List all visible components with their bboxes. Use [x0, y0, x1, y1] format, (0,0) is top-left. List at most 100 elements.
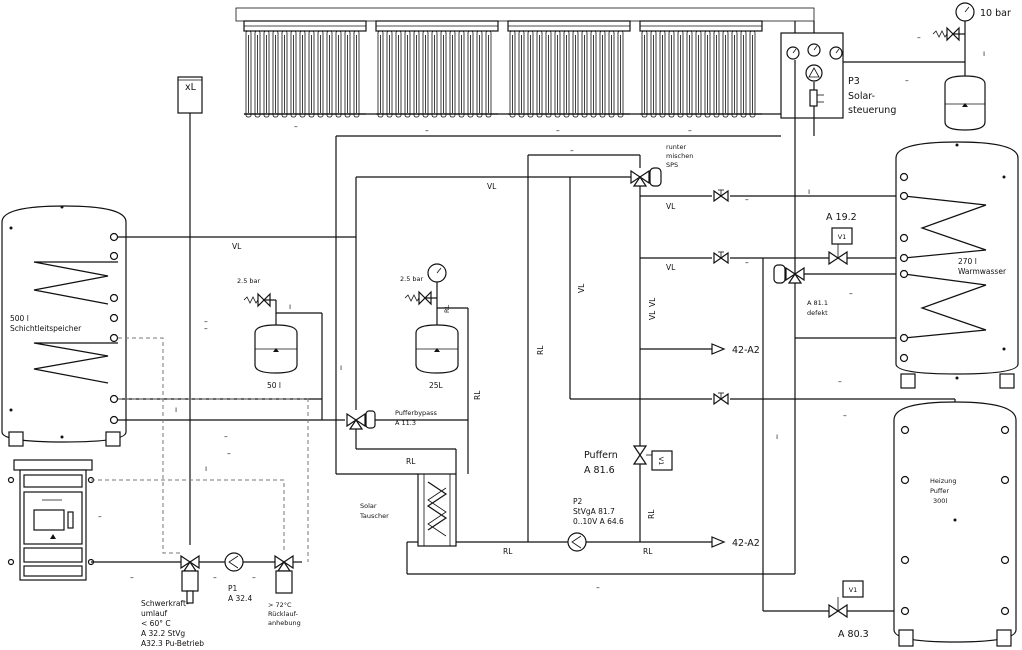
tick-mark: ı	[175, 405, 177, 414]
pufferbypass-valve	[346, 413, 366, 430]
vl-label-5: VL	[577, 283, 586, 293]
target-42a2-label-2: 42-A2	[732, 538, 760, 549]
dash-mark: –	[905, 76, 909, 85]
a811-label: A 81.1	[807, 299, 828, 307]
heizung-label-2: Puffer	[930, 487, 949, 495]
tick-mark: ı	[776, 432, 778, 441]
mischen-label: mischen	[666, 152, 693, 160]
dash-mark: –	[745, 195, 749, 204]
piping	[91, 118, 956, 612]
solar-tauscher-label-2: Tauscher	[359, 512, 389, 520]
a803-actuator-label: V1	[849, 586, 858, 594]
schwerkraft-valve	[180, 555, 200, 572]
collector-dash-1: –	[294, 122, 298, 131]
rl-label-1: RL	[536, 345, 545, 355]
solarsteuerung-label-2: steuerung	[848, 105, 896, 116]
target-42a2-label-1: 42-A2	[732, 345, 760, 356]
shutoff-valve-3	[713, 392, 729, 405]
tank-500l-volume: 500 l	[10, 314, 29, 323]
ww-volume-label: 270 l	[958, 257, 977, 266]
pump-p2-icon	[567, 532, 587, 552]
dash-mark: –	[213, 573, 217, 582]
ruecklauf-label-3: anhebung	[268, 619, 301, 627]
collector-dash-2: –	[425, 126, 429, 135]
pufferbypass-label: Pufferbypass	[395, 409, 438, 417]
dash-mark: –	[876, 269, 880, 278]
dashed-piping	[91, 337, 309, 562]
tick-mark: ı	[340, 363, 342, 372]
expansion-tank-50l	[254, 324, 298, 374]
arrow-right-icon	[711, 343, 725, 355]
rl-label-6: RL	[647, 509, 656, 519]
tank-25l-label: 25L	[429, 381, 444, 390]
vl-label-3: VL	[666, 202, 676, 211]
dash-mark: –	[596, 583, 600, 592]
p2-range-label: 0..10V A 64.6	[573, 517, 624, 526]
dash-mark: –	[130, 573, 134, 582]
schwerkraft-label-2: umlauf	[141, 609, 167, 618]
sps-label: SPS	[666, 161, 678, 169]
dash-mark: –	[917, 33, 921, 42]
tick-mark: ı	[808, 187, 810, 196]
schwerkraft-label-1: Schwerkraft-	[141, 599, 189, 608]
vl-label-4: VL	[666, 263, 676, 272]
dash-mark: –	[227, 449, 231, 458]
p3-label: P3	[848, 76, 860, 87]
p1-label: P1	[228, 584, 238, 593]
dash-mark: –	[224, 432, 228, 441]
vl-label-1: VL	[232, 242, 242, 251]
shutoff-valve-2	[713, 251, 729, 264]
ruecklauf-label-1: > 72°C	[268, 601, 292, 609]
rl-vertical-label: RL	[443, 304, 451, 313]
defekt-label: defekt	[807, 309, 828, 317]
a192-label: A 19.2	[826, 212, 857, 223]
dash-mark: –	[843, 411, 847, 420]
solar-tauscher-label-1: Solar	[360, 502, 377, 510]
dash-mark: –	[204, 324, 208, 333]
rl-label-4: RL	[503, 547, 513, 556]
xl-label: xL	[185, 82, 197, 93]
arrow-right-icon	[711, 536, 725, 548]
dash-mark: –	[98, 512, 102, 521]
tank-50l-label: 50 l	[267, 381, 281, 390]
pufferbypass-address: A 11.3	[395, 419, 416, 427]
ruecklaufanhebung-valve	[274, 555, 294, 572]
puffern-address: A 81.6	[584, 465, 615, 476]
dash-mark: –	[570, 146, 574, 155]
shutoff-valve-1	[713, 189, 729, 202]
tick-mark: ı	[205, 464, 207, 473]
heizung-label-1: Heizung	[930, 477, 956, 485]
schwerkraft-label-3: < 60° C	[141, 619, 171, 628]
wood-stove	[7, 459, 95, 581]
a803-label: A 80.3	[838, 629, 869, 640]
tank-500l	[1, 205, 127, 447]
air-vent-xl	[177, 76, 203, 545]
solar-station-p3	[780, 21, 965, 119]
collector-dash-4: –	[688, 126, 692, 135]
runter-mischen-valve	[630, 170, 650, 187]
puffern-actuator-label: V1	[657, 457, 665, 466]
p2-stvga-label: StVgA 81.7	[573, 507, 615, 516]
dash-mark: –	[204, 317, 208, 326]
vl-label-2: VL	[487, 182, 497, 191]
schwerkraft-label-5: A32.3 Pu-Betrieb	[141, 639, 204, 648]
tick-mark: ı	[983, 49, 985, 58]
relief-25bar-label-1: 2.5 bar	[237, 277, 261, 285]
solar-collector-array	[235, 7, 815, 117]
dash-mark: –	[745, 258, 749, 267]
relief-25bar-label-2: 2.5 bar	[400, 275, 424, 283]
vl-label-7: VL	[648, 297, 657, 307]
puffern-valve	[633, 445, 647, 465]
dash-mark: –	[252, 573, 256, 582]
tick-mark: ı	[289, 302, 291, 311]
schwerkraft-label-4: A 32.2 StVg	[141, 629, 185, 638]
rl-label-3: RL	[406, 457, 416, 466]
rl-label-5: RL	[643, 547, 653, 556]
dash-mark: –	[838, 377, 842, 386]
solar-expansion-tank	[932, 2, 986, 131]
puffern-label: Puffern	[584, 450, 618, 461]
vl-label-6: VL	[648, 310, 657, 320]
p2-label: P2	[573, 497, 583, 506]
rl-label-2: RL	[473, 390, 482, 400]
tank-300l-heizung-puffer	[893, 401, 1017, 647]
